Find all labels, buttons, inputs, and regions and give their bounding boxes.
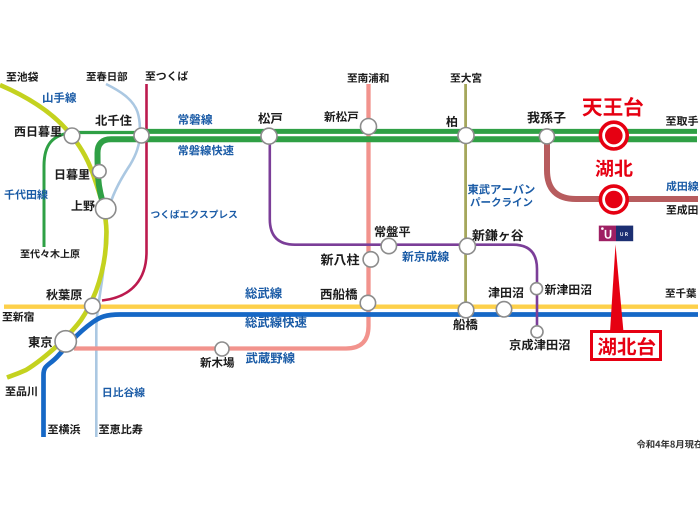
dest-minamiurawa-label [347,72,389,83]
dest-ikebukuro-label [6,71,39,82]
sta-tokiwadaira-label [374,225,411,238]
station-shin-kamagaya [458,237,477,255]
line-musashino-label [245,351,295,364]
station-ueno [94,197,117,220]
dest-chiba-label [665,288,697,298]
station-tokiwadaira [380,237,398,255]
sta-shinkiba-label [200,356,235,368]
ur-badge-text-label [620,232,628,237]
line-joban-rapid-label [178,144,234,156]
ur-badge-mark-label [604,229,612,239]
line-musashino [74,84,371,351]
line-narita-label [666,180,699,192]
hl-tennodai-label [582,96,644,117]
dest-yokohama-label [48,424,81,435]
sta-funabashi-label [453,318,478,331]
sta-shinyahashira-label [320,253,360,266]
stations [54,117,556,357]
station-shin-tsudanuma [529,281,544,296]
line-tx-label [150,209,238,219]
highlight-station-kohoku [598,184,629,215]
ur-badge-dot [601,227,604,230]
kohokudai-callout [590,330,662,361]
sta-nippori-label [55,168,90,180]
station-kashiwa [457,126,475,145]
station-matsudo [260,127,278,145]
station-abiko [538,128,556,145]
sta-akihabara-label [46,288,82,301]
highlight-stations [598,120,629,215]
ur-badge [598,225,634,242]
station-shin-matsudo [359,117,378,136]
hl-kohokudai-label [598,337,656,356]
sta-matsudo-label [258,112,283,125]
note-date-label [636,439,700,449]
line-sobu-rapid [41,312,698,437]
line-shinkeisei-label [402,250,450,262]
sta-tokyo-label [28,336,53,348]
sta-kashiwa-label [446,115,458,128]
line-chiyoda-label [4,189,48,200]
sta-shinmatsudo-label [324,111,359,122]
station-kita-senju [133,127,150,144]
hl-kohoku-label [595,159,633,178]
dest-omiya-label [450,72,482,83]
line-tobu-1-label [467,183,535,195]
sta-ueno-label [71,200,95,212]
dest-shinjuku-label [2,311,34,322]
highlight-station-tennodai [598,120,629,151]
sta-shinkamagaya-label [472,229,524,242]
station-nishi-nippori [63,127,81,145]
line-sobu-local-label [245,287,283,299]
station-tsudanuma [495,300,513,318]
sta-nishifunabashi-label [320,288,358,300]
line-joban-local-label [178,113,213,125]
dest-toride-label [666,115,699,126]
station-tokyo [54,329,78,353]
sta-nishinippori-label [14,125,62,137]
callout-pointer-wedge [610,244,624,332]
station-shin-yahashira [362,250,380,268]
dest-tsukuba-label [145,70,188,81]
station-keisei-tsudanuma [530,324,544,339]
station-akihabara [83,297,101,315]
sta-abiko-label [527,111,566,124]
kohokudai-box [590,330,662,361]
dest-ebisu-label [99,423,143,435]
sta-shintsudanuma-label [544,283,592,295]
line-shin-keisei [268,143,539,331]
ur-badge-right [616,225,634,242]
dest-kasukabe-label [86,71,128,82]
line-tsukuba-express [101,84,148,302]
station-shin-kiba [214,341,230,357]
dest-narita-label [666,204,698,215]
labels [2,70,700,449]
station-nishi-funabashi [359,294,377,312]
sta-keiseitsudanuma-label [509,338,570,351]
callout-pointer [610,244,624,332]
dest-yoyogiuehara-label [20,249,80,259]
line-yamanote-label [43,92,77,103]
sta-kitasenju-label [95,114,132,127]
dest-shinagawa-label [5,386,37,397]
line-tobu-2-label [470,197,533,207]
line-sobu-rapid-label [245,316,307,328]
line-hibiya [95,82,142,437]
station-nippori [91,163,107,179]
line-narita [544,141,698,202]
sta-tsudanuma-label [488,286,524,299]
line-hibiya-label [103,387,145,398]
station-funabashi [457,301,475,319]
